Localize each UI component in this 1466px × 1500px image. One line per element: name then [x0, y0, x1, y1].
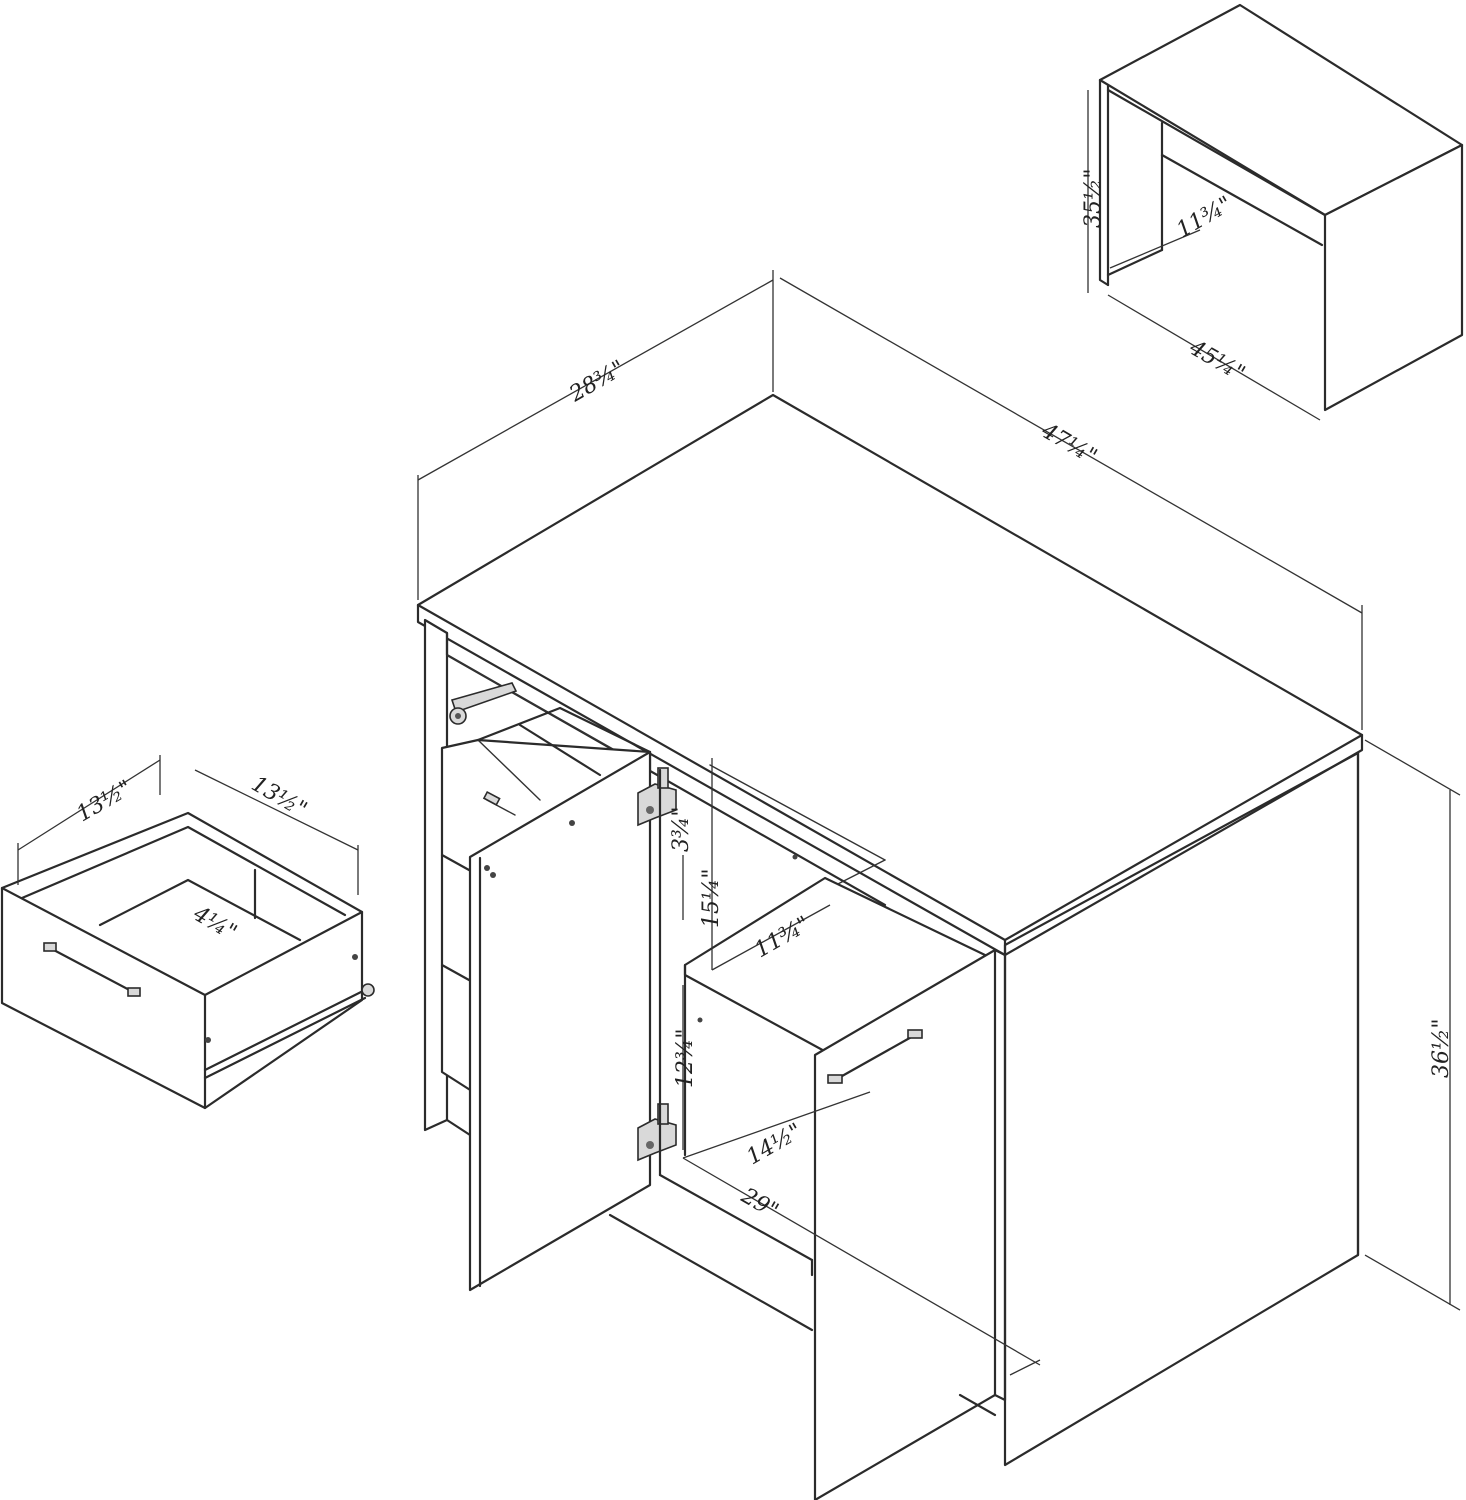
main-cabinet — [416, 393, 1364, 1500]
label-open-back-width: 45¼" — [1184, 335, 1249, 387]
left-door — [468, 750, 652, 1292]
drawer-slide-hardware — [449, 682, 518, 725]
label-top-width: 47¼" — [1036, 418, 1101, 470]
label-drawer-slot-height: 3¾" — [669, 807, 694, 852]
label-open-back-height: 35½" — [1081, 169, 1106, 228]
label-inner-height-upper: 15¼" — [699, 869, 724, 928]
label-overall-height: 36½" — [1429, 1019, 1454, 1078]
drawer-front — [0, 811, 364, 1110]
hinge-upper — [637, 767, 677, 827]
drawer-detail — [0, 755, 375, 1110]
open-back-right — [1323, 143, 1464, 412]
label-open-back-depth: 11¾" — [1173, 192, 1237, 243]
label-inner-width: 14½" — [743, 1119, 807, 1170]
label-inner-height-lower: 12¾" — [673, 1029, 698, 1088]
label-drawer-depth: 13½" — [247, 772, 311, 823]
open-back-detail — [1087, 3, 1464, 421]
main-dimensions — [417, 270, 1461, 1376]
label-door-width: 29" — [736, 1183, 782, 1224]
label-drawer-width: 13½" — [73, 776, 137, 827]
hinge-lower — [637, 1103, 677, 1162]
label-top-depth: 28¾" — [565, 356, 630, 408]
door-handle — [827, 1029, 923, 1084]
